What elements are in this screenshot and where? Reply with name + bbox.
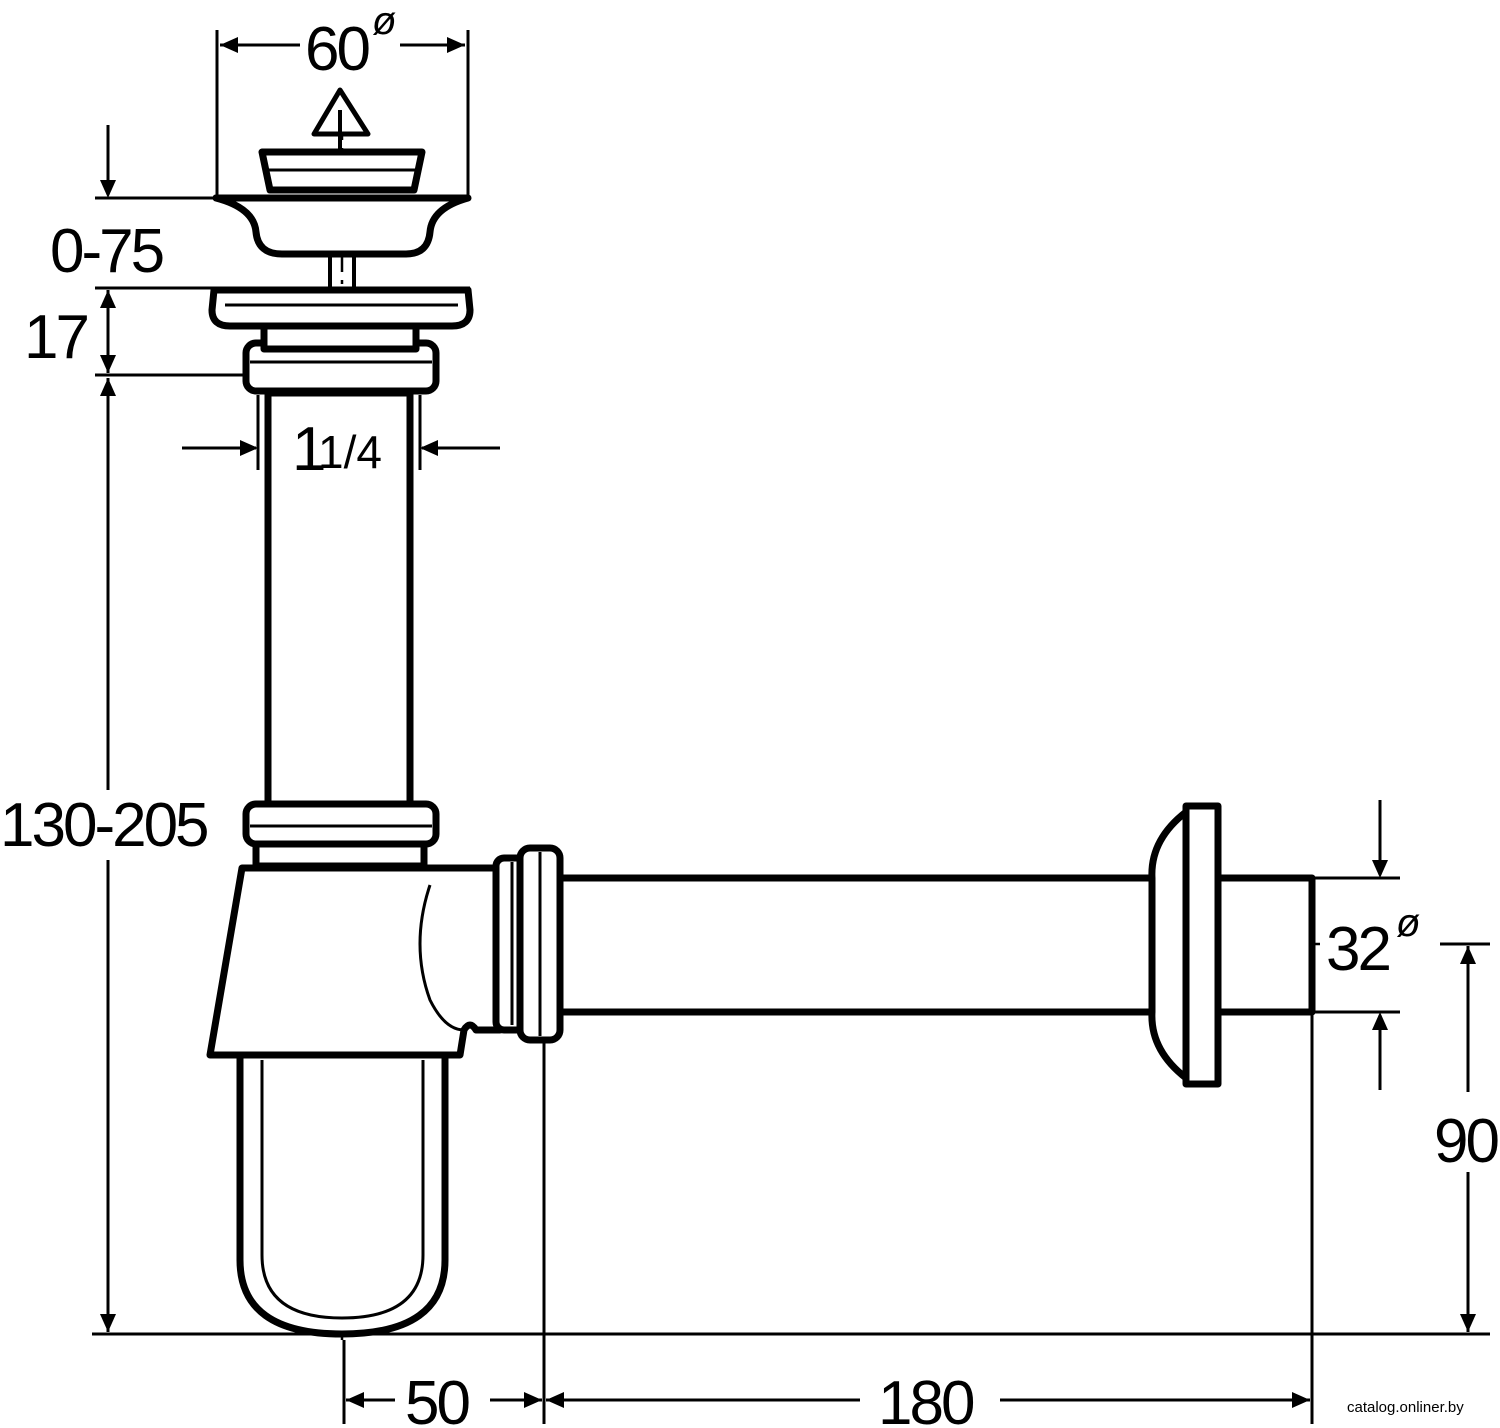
label-strainer-diameter-symbol: ø <box>372 0 396 43</box>
vertical-tail-pipe <box>242 321 440 870</box>
label-outlet-diameter-symbol: ø <box>1396 901 1420 945</box>
label-plug-adjustment: 0-75 <box>50 217 163 286</box>
label-outlet-diameter: 32 <box>1326 915 1389 984</box>
watermark: catalog.onliner.by <box>1347 1399 1464 1416</box>
label-center-offset: 50 <box>405 1369 469 1428</box>
centerlines <box>340 100 1325 1345</box>
label-thread-size-whole: 1 <box>292 415 326 484</box>
strainer-plug <box>212 87 472 258</box>
extension-lines <box>92 30 1490 1424</box>
label-outlet-length: 180 <box>878 1369 974 1428</box>
trap-body <box>206 844 564 1338</box>
drain-flange <box>208 286 474 330</box>
label-flange-height: 17 <box>24 303 87 372</box>
wall-rosette <box>1148 802 1316 1088</box>
label-strainer-diameter: 60 <box>305 15 369 84</box>
label-trap-height: 130-205 <box>0 791 207 860</box>
label-outlet-height: 90 <box>1434 1107 1498 1176</box>
dimension-lines <box>100 37 1476 1408</box>
label-thread-size-fraction: 1/4 <box>318 426 382 478</box>
horizontal-outlet-pipe <box>556 874 1156 1016</box>
